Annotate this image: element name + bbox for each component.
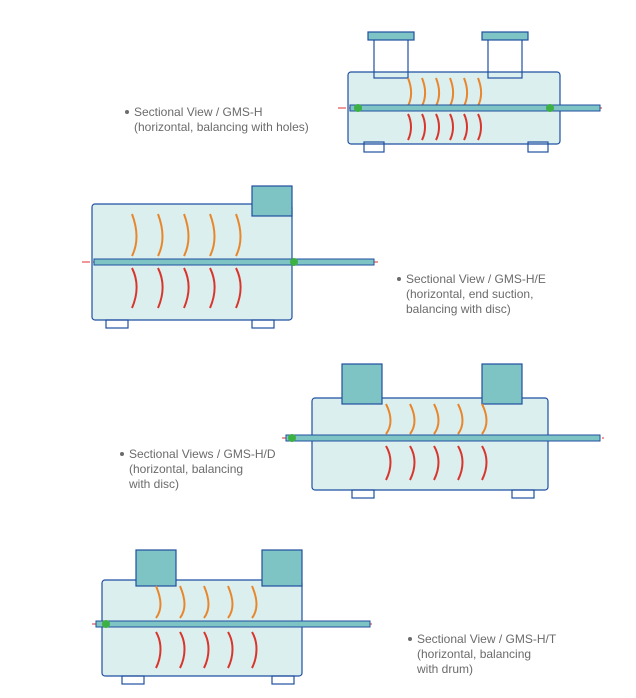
caption-gms-h-d: Sectional Views / GMS-H/D (horizontal, b… — [120, 447, 276, 492]
pump-drawing-gms-h — [338, 31, 604, 153]
impeller-stack — [155, 585, 258, 669]
casing-outline — [311, 363, 549, 499]
pump-drawing-gms-h-t — [92, 549, 374, 685]
caption-description: (horizontal, end suction, — [406, 287, 534, 301]
caption-description: with drum) — [417, 662, 474, 676]
caption-gms-h-e: Sectional View / GMS-H/E (horizontal, en… — [397, 272, 546, 317]
caption-gms-h: Sectional View / GMS-H (horizontal, bala… — [125, 105, 309, 135]
pump-drawing-gms-h-e — [82, 185, 378, 329]
shaft — [93, 258, 375, 266]
seal-marker — [288, 434, 296, 442]
impeller-stack — [131, 213, 242, 309]
shaft — [285, 434, 601, 442]
caption-description: balancing with disc) — [406, 302, 511, 316]
seal-marker — [354, 104, 362, 112]
shaft — [95, 620, 371, 628]
seal-marker — [546, 104, 554, 112]
caption-description: (horizontal, balancing with holes) — [134, 120, 309, 134]
shaft — [349, 104, 601, 112]
impeller-stack — [407, 77, 482, 141]
impeller-stack — [385, 403, 488, 481]
seal-marker — [290, 258, 298, 266]
caption-gms-h-t: Sectional View / GMS-H/T (horizontal, ba… — [408, 632, 556, 677]
pump-drawing-gms-h-d — [282, 363, 604, 499]
casing-outline — [91, 185, 293, 329]
casing-outline — [101, 549, 303, 685]
caption-description: (horizontal, balancing — [129, 462, 244, 476]
caption-title: Sectional View / GMS-H/E — [397, 272, 546, 287]
caption-description: (horizontal, balancing — [417, 647, 532, 661]
caption-title: Sectional Views / GMS-H/D — [120, 447, 276, 462]
caption-title: Sectional View / GMS-H/T — [408, 632, 556, 647]
seal-marker — [102, 620, 110, 628]
caption-title: Sectional View / GMS-H — [125, 105, 309, 120]
caption-description: with disc) — [129, 477, 180, 491]
